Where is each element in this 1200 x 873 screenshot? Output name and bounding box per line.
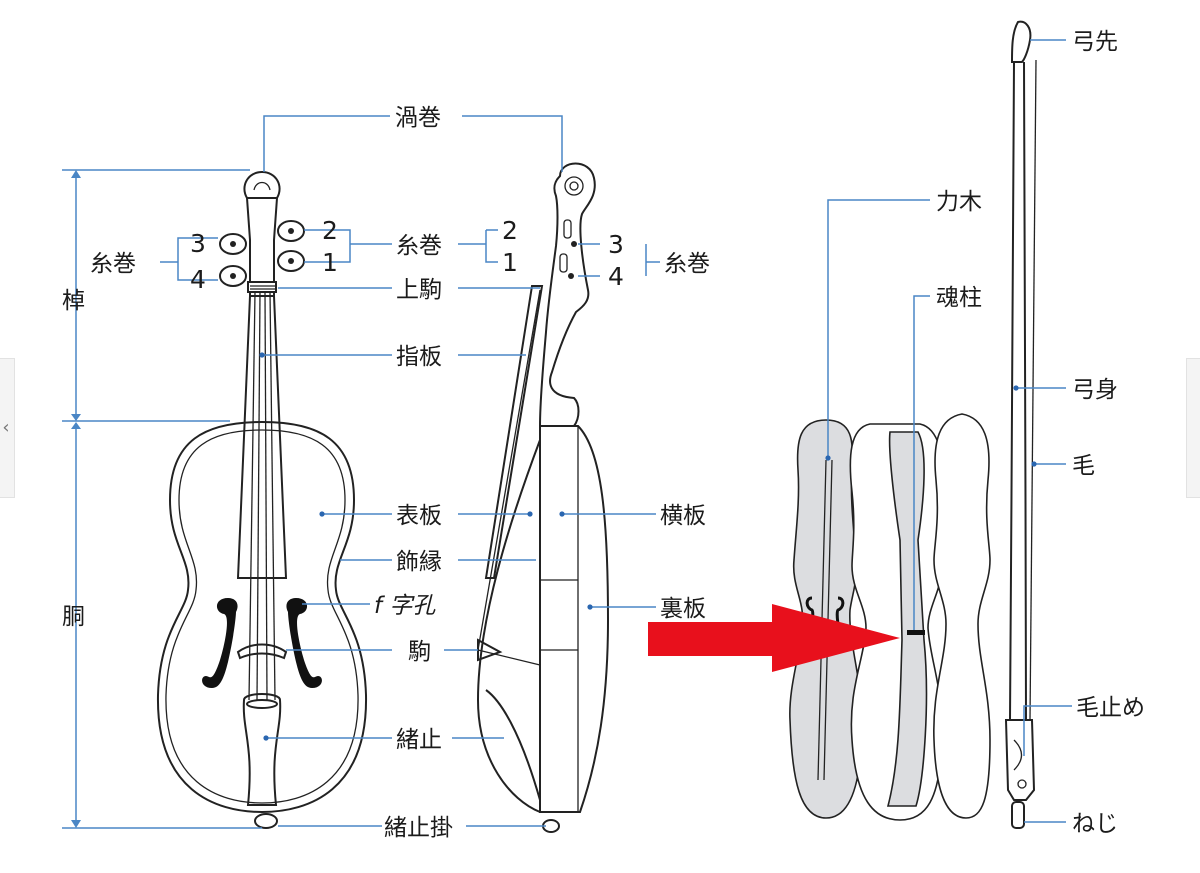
label-pegs-center: 糸巻 xyxy=(396,233,442,259)
front-f-hole-left xyxy=(202,598,238,688)
labels: 渦巻 糸巻 糸巻 糸巻 上駒 指板 表板 横板 飾縁 f 字孔 裏板 駒 緒止 … xyxy=(62,29,1145,841)
label-back-plate: 裏板 xyxy=(660,596,706,622)
front-body-outline xyxy=(156,420,368,814)
label-end-button: 緒止掛 xyxy=(384,815,453,841)
front-fingerboard xyxy=(236,295,288,579)
label-scroll: 渦巻 xyxy=(395,105,441,131)
violin-exploded-body xyxy=(789,413,991,821)
peg-number: 3 xyxy=(190,229,206,258)
label-sound-post: 魂柱 xyxy=(936,285,982,311)
label-neck: 棹 xyxy=(62,288,85,314)
bow-screw xyxy=(1011,801,1025,829)
peg-number: 3 xyxy=(608,230,624,259)
peg-number: 1 xyxy=(502,248,518,277)
red-arrow xyxy=(648,604,900,672)
front-purfling xyxy=(165,429,359,804)
front-f-hole-right xyxy=(286,598,322,688)
front-tailpiece xyxy=(242,693,282,806)
label-pegs-left: 糸巻 xyxy=(90,251,136,277)
label-top-plate: 表板 xyxy=(396,503,442,529)
next-image-button[interactable] xyxy=(1186,358,1200,498)
peg-number: 2 xyxy=(322,216,338,245)
side-fingerboard xyxy=(484,285,544,579)
label-bridge: 駒 xyxy=(408,639,431,665)
label-frog: 毛止め xyxy=(1076,695,1145,721)
side-scroll xyxy=(538,162,596,427)
label-ribs: 横板 xyxy=(660,503,706,529)
label-fingerboard: 指板 xyxy=(396,344,442,370)
front-neck xyxy=(246,197,278,296)
label-bass-bar: 力木 xyxy=(936,189,982,215)
front-scroll xyxy=(243,170,281,199)
bow-tip xyxy=(1010,20,1032,63)
peg-number: 1 xyxy=(322,248,338,277)
label-bow-stick: 弓身 xyxy=(1072,377,1118,403)
violin-front-view xyxy=(156,170,368,829)
label-f-hole: f 字孔 xyxy=(374,593,436,619)
bow-frog xyxy=(1004,719,1036,801)
sound-post xyxy=(907,630,925,635)
label-pegs-right: 糸巻 xyxy=(664,251,710,277)
label-bow-tip: 弓先 xyxy=(1072,29,1118,55)
side-tailpiece xyxy=(485,689,541,801)
back-plate xyxy=(933,413,991,819)
bow-stick xyxy=(1009,61,1027,721)
peg-number: 4 xyxy=(190,265,206,294)
peg-number: 2 xyxy=(502,216,518,245)
leader-dots xyxy=(259,352,1037,741)
label-bow-hair: 毛 xyxy=(1072,453,1095,479)
side-body-ribs xyxy=(539,425,610,813)
label-tailpiece: 緒止 xyxy=(396,727,442,753)
label-screw: ねじ xyxy=(1072,811,1118,837)
violin-bow xyxy=(1004,20,1037,829)
violin-side-view xyxy=(476,162,610,833)
peg-number: 4 xyxy=(608,262,624,291)
label-nut: 上駒 xyxy=(396,277,442,303)
front-bridge xyxy=(236,643,288,660)
label-purfling: 飾縁 xyxy=(396,549,442,575)
chevron-left-icon: ‹ xyxy=(2,417,10,438)
label-body: 胴 xyxy=(62,604,85,630)
prev-image-button[interactable]: ‹ xyxy=(0,358,15,498)
leader-lines xyxy=(62,39,1072,829)
